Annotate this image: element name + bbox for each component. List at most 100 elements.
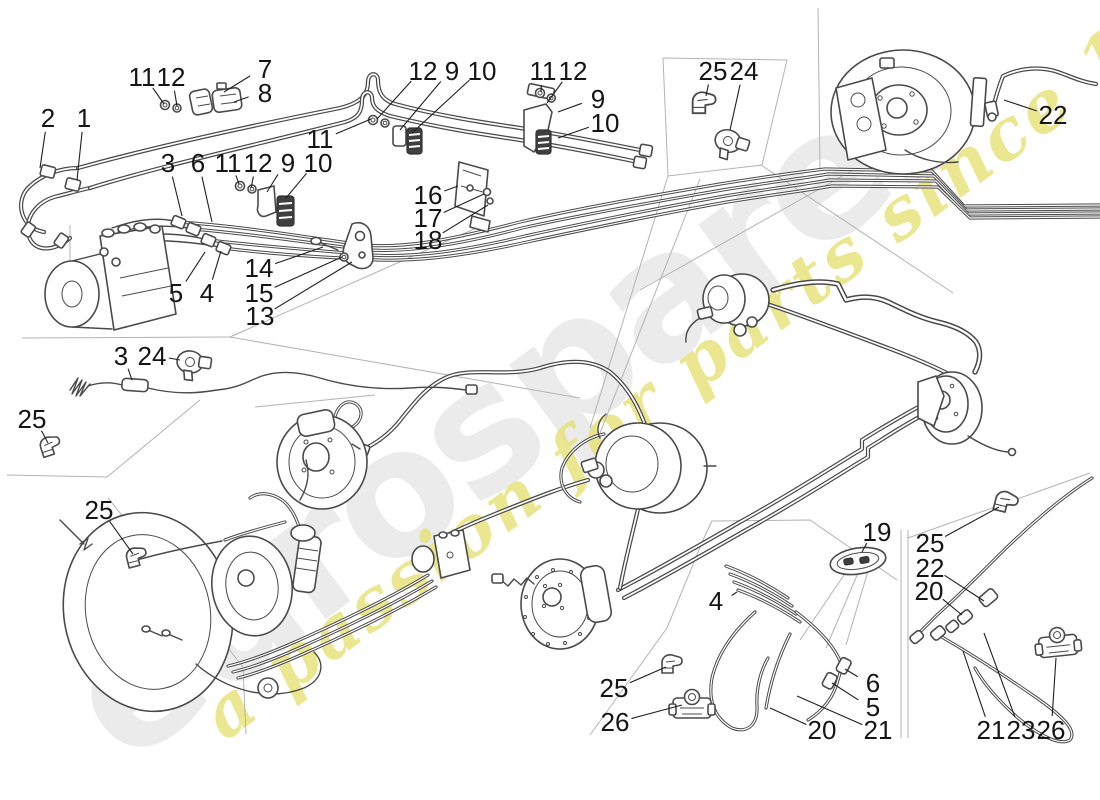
leader-line — [631, 704, 683, 720]
callout-number: 25 — [18, 404, 47, 434]
leader-line — [250, 176, 254, 189]
leader-line — [442, 204, 489, 234]
callout-number: 15 — [245, 278, 274, 308]
callout-number: 24 — [138, 341, 167, 371]
callout-number: 7 — [258, 54, 272, 84]
leader-line — [629, 666, 667, 684]
front-brake-assembly-top-right — [830, 49, 999, 175]
leader-line — [1051, 657, 1057, 717]
leader-line — [76, 131, 83, 181]
clip-25-top — [691, 91, 717, 115]
leader-line — [769, 707, 807, 726]
leader-line — [443, 193, 485, 213]
leader-line — [211, 250, 222, 280]
callout-number: 25 — [916, 528, 945, 558]
callout-number: 3 — [161, 148, 175, 178]
callout-number: 6 — [866, 668, 880, 698]
nutclip-26-right — [1032, 624, 1083, 660]
leader-line — [944, 574, 985, 602]
leader-line — [335, 118, 372, 135]
callout-number: 19 — [863, 517, 892, 547]
callout-number: 10 — [468, 56, 497, 86]
callout-number: 17 — [414, 203, 443, 233]
leader-line — [729, 84, 741, 131]
screws-11-12 — [159, 99, 182, 113]
leader-line — [201, 176, 213, 223]
callout-number: 22 — [916, 553, 945, 583]
grommet-19 — [829, 546, 887, 576]
clip-25-midleft — [37, 433, 64, 459]
speed-sensor-assembly — [69, 348, 478, 397]
leader-line — [152, 87, 165, 105]
clip-25-right — [992, 488, 1021, 516]
leader-line — [546, 81, 563, 104]
leader-line — [40, 430, 49, 444]
callout-number: 13 — [246, 301, 275, 331]
callout-number: 24 — [730, 56, 759, 86]
leader-line — [731, 591, 738, 596]
leader-line — [705, 84, 709, 97]
rear-left-brake-assembly — [59, 511, 322, 713]
leader-line — [274, 246, 324, 265]
callout-number: 5 — [866, 692, 880, 722]
leader-line — [235, 175, 240, 185]
components — [20, 49, 1083, 719]
leader-line — [944, 506, 1000, 538]
leader-line — [557, 102, 583, 113]
callout-number: 11 — [215, 148, 242, 178]
leader-line — [274, 261, 353, 310]
leader-line — [39, 131, 46, 169]
callout-number: 20 — [915, 576, 944, 606]
leader-line — [376, 80, 412, 120]
callout-number: 10 — [304, 148, 333, 178]
callout-number: 12 — [157, 62, 186, 92]
callout-number: 23 — [1007, 715, 1036, 745]
leader-line — [411, 79, 470, 134]
callout-number: 8 — [258, 78, 272, 108]
rear-brake-disc — [917, 371, 1017, 457]
leader-line — [444, 185, 459, 192]
leader-line — [173, 90, 178, 107]
leader-line — [1003, 99, 1037, 112]
callout-number: 6 — [191, 148, 205, 178]
leader-line — [266, 174, 279, 193]
brake-pipes — [19, 66, 1100, 744]
leader-line — [108, 520, 134, 555]
callout-number: 12 — [244, 148, 273, 178]
callout-number: 26 — [601, 707, 630, 737]
leader-line — [557, 126, 589, 139]
callout-number: 4 — [200, 278, 214, 308]
leader-line — [983, 632, 1016, 718]
callout-number: 9 — [591, 84, 605, 114]
front-left-brake-assembly — [276, 409, 368, 510]
leader-line — [796, 695, 863, 726]
front-brake-disc-drilled — [491, 558, 613, 650]
leader-line — [233, 96, 249, 103]
callout-number: 25 — [85, 495, 114, 525]
callout-number: 20 — [808, 715, 837, 745]
leader-line — [844, 668, 859, 678]
pipe-clip-9-10-a — [256, 185, 295, 227]
clip-25-bottomcenter — [661, 654, 683, 674]
callout-number: 25 — [699, 56, 728, 86]
callout-number: 21 — [977, 715, 1006, 745]
pipe-clip-9-10-b — [367, 114, 423, 155]
brake-booster-master-cylinder — [580, 413, 717, 514]
leader-line — [223, 75, 251, 93]
callout-number: 10 — [591, 108, 620, 138]
leader-line — [285, 172, 307, 199]
callout-number: 16 — [414, 180, 443, 210]
leader-line — [942, 598, 963, 616]
bracket-13-14-15 — [310, 221, 374, 270]
callout-number: 12 — [559, 56, 588, 86]
callout-number: 11 — [530, 56, 557, 86]
callout-number: 26 — [1037, 715, 1066, 745]
leader-line — [962, 650, 986, 717]
leader-line — [274, 256, 343, 288]
abs-module — [44, 222, 177, 331]
callout-number: 3 — [114, 341, 128, 371]
pipe-fittings — [20, 143, 654, 457]
leader-line — [171, 176, 183, 217]
callout-number: 22 — [1039, 100, 1068, 130]
